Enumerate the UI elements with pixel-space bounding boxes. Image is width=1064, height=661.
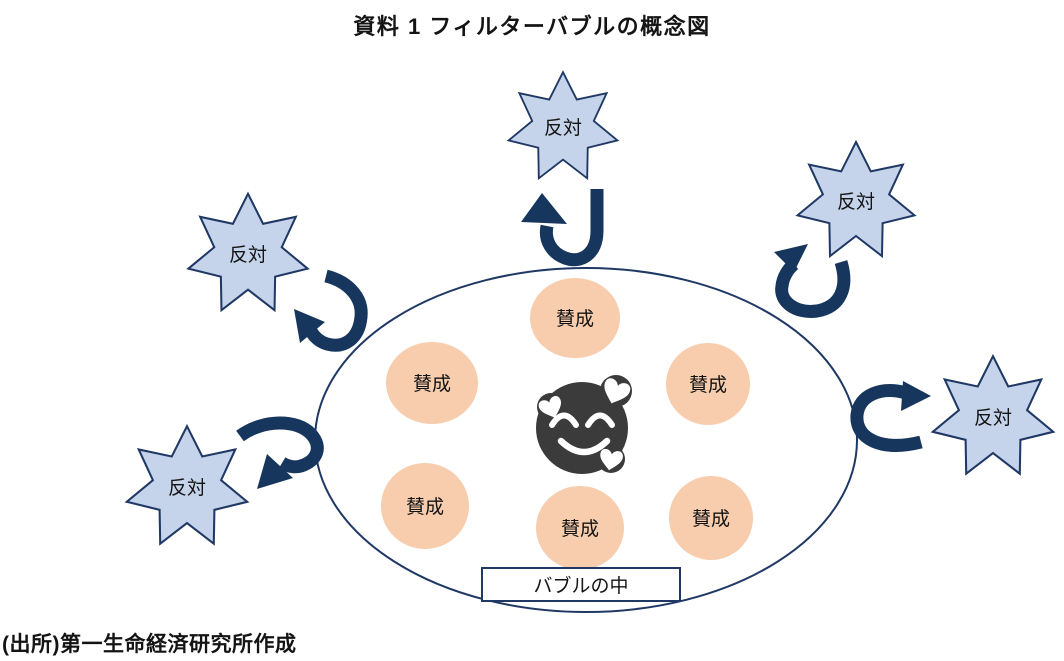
agree-ellipse	[530, 278, 620, 358]
oppose-star: 反対	[796, 141, 916, 258]
arrow-upper-right	[774, 244, 851, 318]
agree-bubble: 賛成	[386, 342, 478, 424]
arrow-right	[850, 381, 931, 452]
agree-bubble: 賛成	[666, 343, 750, 425]
bubble-label: バブルの中	[533, 574, 628, 597]
agree-bubble: 賛成	[536, 486, 624, 570]
oppose-star: 反対	[931, 355, 1055, 475]
agree-bubble: 賛成	[381, 463, 469, 549]
arrow-head-icon	[521, 193, 567, 224]
smiling-face-with-hearts-icon	[536, 375, 632, 474]
arrow-head-icon	[294, 309, 325, 343]
arrow-lower-left	[236, 416, 324, 489]
emoji-smile	[557, 437, 611, 456]
oppose-star: 反対	[187, 192, 309, 312]
agree-ellipse	[536, 486, 624, 570]
arrow-upper-left	[294, 269, 368, 352]
page-title: 資料 1 フィルターバブルの概念図	[353, 14, 711, 39]
arrow-head-icon	[901, 381, 931, 411]
arrow-top	[521, 189, 604, 267]
oppose-label: 反対	[837, 191, 875, 213]
arrow-curve	[305, 269, 368, 352]
oppose-star: 反対	[125, 425, 249, 545]
agree-ellipse	[666, 343, 750, 425]
agree-label: 賛成	[406, 496, 444, 518]
arrow-curve	[236, 416, 324, 474]
oppose-label: 反対	[544, 117, 582, 139]
arrow-head-icon	[774, 244, 808, 272]
agree-ellipse	[386, 342, 478, 424]
agree-ellipse	[381, 463, 469, 549]
bubble-label-box	[481, 567, 681, 602]
source-note: (出所)第一生命経済研究所作成	[2, 633, 297, 656]
emoji-right-eye	[585, 412, 615, 428]
oppose-label: 反対	[974, 407, 1012, 429]
agree-label: 賛成	[561, 518, 599, 540]
agree-ellipse	[669, 476, 753, 560]
emoji-left-eye	[549, 412, 579, 428]
oppose-label: 反対	[229, 244, 267, 266]
bubble-caption: バブルの中	[481, 567, 681, 602]
arrow-curve	[775, 259, 851, 318]
oppose-star: 反対	[507, 71, 619, 180]
arrow-curve	[539, 189, 604, 267]
agree-bubble: 賛成	[530, 278, 620, 358]
arrow-curve	[850, 384, 923, 452]
agree-label: 賛成	[413, 373, 451, 395]
agree-label: 賛成	[692, 508, 730, 530]
agree-bubble: 賛成	[669, 476, 753, 560]
agree-label: 賛成	[556, 308, 594, 330]
oppose-label: 反対	[168, 477, 206, 499]
arrow-head-icon	[257, 454, 293, 489]
agree-label: 賛成	[689, 374, 727, 396]
